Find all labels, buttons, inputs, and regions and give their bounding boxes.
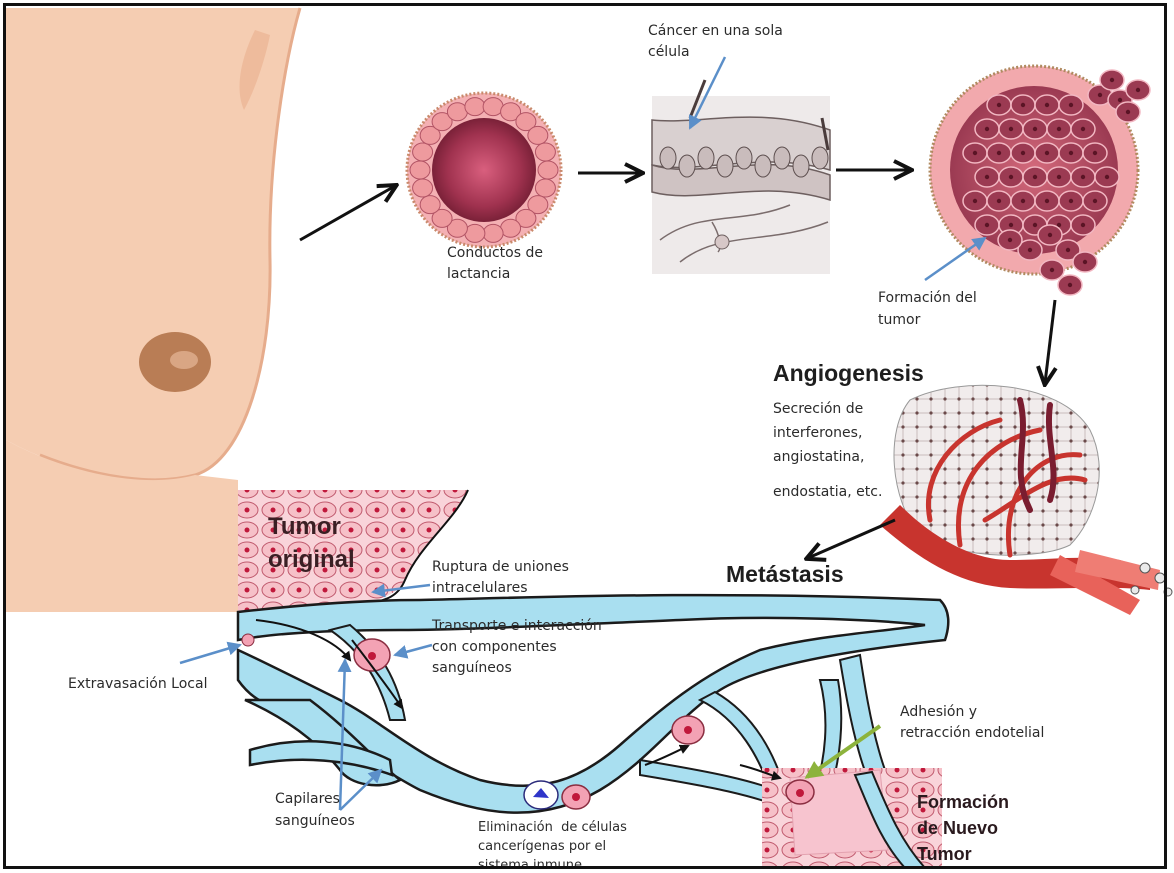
- tumor-formation-illustration: [930, 66, 1150, 295]
- angiogenesis-description: Secreción de interferones, angiostatina,: [773, 397, 864, 469]
- junction-rupture-label: Ruptura de uniones intracelulares: [432, 557, 569, 599]
- new-tumor-label: Formación de Nuevo Tumor: [917, 789, 1009, 867]
- local-extravasation-label: Extravasación Local: [68, 674, 207, 694]
- new-tumor-tissue: [762, 768, 942, 868]
- lactation-ducts-label: Conductos de lactancia: [447, 243, 543, 285]
- capillaries-label: Capilares sanguíneos: [275, 788, 355, 832]
- angiogenesis-illustration: [880, 385, 1172, 615]
- cancer-single-cell-label: Cáncer en una sola célula: [648, 21, 783, 63]
- tumor-formation-label: Formación del tumor: [878, 287, 977, 331]
- lactation-duct-illustration: [407, 93, 561, 247]
- metastasis-title: Metástasis: [726, 560, 844, 588]
- transport-label: Transporte e interacción con componentes…: [432, 616, 602, 679]
- angiogenesis-description-end: endostatia, etc.: [773, 481, 882, 503]
- immune-elimination-label: Eliminación de células cancerígenas por …: [478, 818, 627, 873]
- original-tumor-label: Tumor original: [268, 510, 355, 576]
- angiogenesis-title: Angiogenesis: [773, 359, 924, 387]
- single-cell-cancer-illustration: [652, 80, 830, 274]
- adhesion-label: Adhesión y retracción endotelial: [900, 702, 1044, 744]
